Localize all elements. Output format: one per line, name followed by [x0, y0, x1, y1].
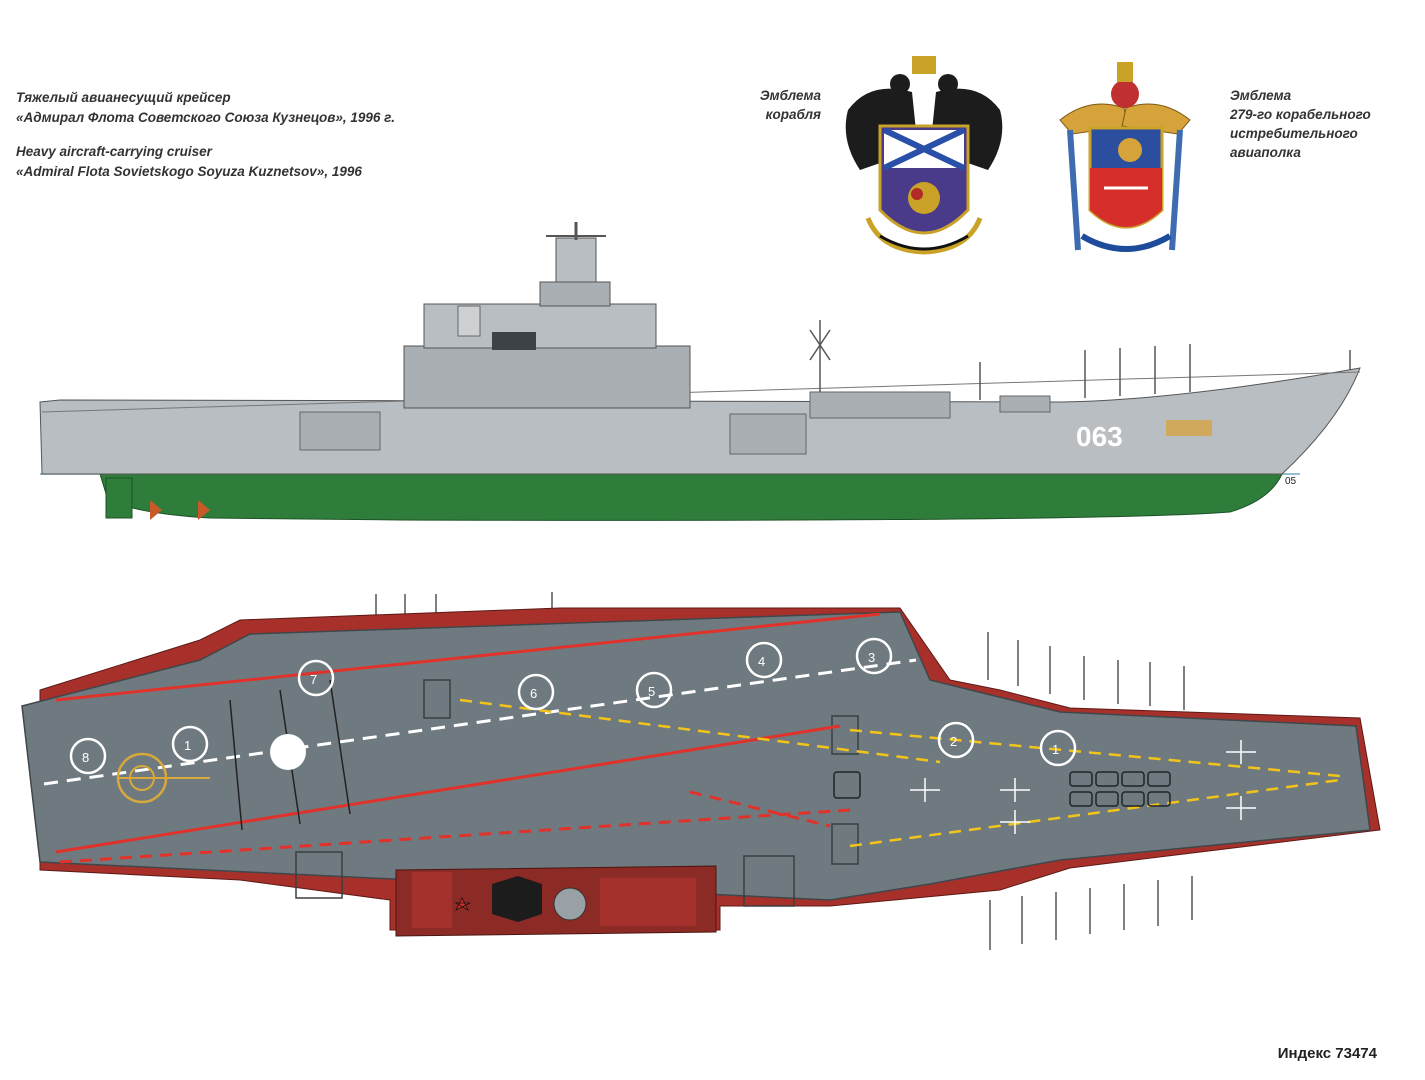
caption-ru-line1: Тяжелый авианесущий крейсер [16, 90, 231, 105]
svg-text:8: 8 [82, 750, 89, 765]
ship-emblem-label-line1: Эмблема [759, 88, 821, 103]
top-view: 8 1 7 6 5 4 3 2 [21, 592, 1381, 950]
deck-spot: 8 [69, 737, 107, 775]
svg-text:1: 1 [1052, 742, 1059, 757]
ship-emblem-label: Эмблема корабля [760, 86, 821, 124]
deck-spot: 2 [937, 721, 975, 759]
regiment-emblem-label-line4: авиаполка [1230, 145, 1301, 160]
caption-en-line1: Heavy aircraft-carrying cruiser [16, 144, 212, 159]
regiment-emblem-label-line2: 279-го корабельного [1230, 107, 1371, 122]
deck-spot: 1 [171, 725, 209, 763]
regiment-emblem-label: Эмблема 279-го корабельного истребительн… [1230, 86, 1371, 162]
regiment-emblem-label-line1: Эмблема [1230, 88, 1292, 103]
regiment-emblem-label-line3: истребительного [1230, 126, 1358, 141]
deck-spot: 6 [517, 673, 555, 711]
ship-caption: Тяжелый авианесущий крейсер «Адмирал Фло… [16, 88, 395, 182]
svg-text:2: 2 [950, 734, 957, 749]
svg-text:4: 4 [758, 654, 765, 669]
regiment-emblem [1059, 62, 1191, 252]
svg-text:3: 3 [868, 650, 875, 665]
deck-spot: 7 [297, 659, 335, 697]
draft-mark: 05 [1285, 476, 1297, 487]
svg-text:5: 5 [648, 684, 655, 699]
catalog-index: Индекс 73474 [1277, 1045, 1377, 1062]
svg-text:6: 6 [530, 686, 537, 701]
caption-en-line2: «Admiral Flota Sovietskogo Soyuza Kuznet… [16, 164, 362, 179]
ship-emblem-label-line2: корабля [765, 107, 821, 122]
deck-spot: 1 [1039, 729, 1077, 767]
svg-text:1: 1 [184, 738, 191, 753]
deck-spot: 4 [745, 641, 783, 679]
deck-spot: 3 [855, 637, 893, 675]
ship-emblem [845, 56, 1003, 255]
caption-ru-line2: «Адмирал Флота Советского Союза Кузнецов… [16, 110, 395, 125]
svg-text:7: 7 [310, 672, 317, 687]
deck-spot: 5 [635, 671, 673, 709]
hull-number: 063 [1076, 421, 1123, 452]
side-view: 063 05 [39, 222, 1361, 521]
